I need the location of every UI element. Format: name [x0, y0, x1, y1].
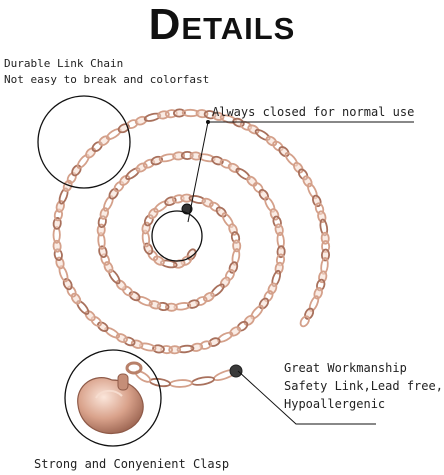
- chain-link: [134, 115, 148, 126]
- chain-link: [215, 206, 227, 218]
- leader-line-workmanship: [237, 370, 376, 425]
- chain-link: [98, 135, 110, 147]
- callout-circle-clasp: [64, 349, 162, 447]
- chain-link: [269, 208, 280, 221]
- chain-link: [191, 376, 215, 386]
- chain-link: [173, 108, 186, 118]
- chain-link: [164, 196, 177, 207]
- chain-link: [84, 310, 96, 322]
- chain-link: [243, 314, 255, 326]
- callout-circle-center: [151, 210, 203, 262]
- callout-durable-line2: Not easy to break and colorfast: [4, 73, 210, 86]
- callout-workmanship-line3: Hypoallergenic: [284, 397, 386, 411]
- chain-link: [52, 239, 62, 253]
- callout-clasp: Strong and Conyenient Clasp: [34, 457, 230, 471]
- chain-link: [71, 164, 82, 177]
- chain-link: [141, 221, 151, 235]
- chain-link: [258, 188, 270, 201]
- spiral-chain: [52, 108, 331, 388]
- chain-link: [219, 276, 231, 289]
- safety-charm: [229, 364, 243, 378]
- page-title: Details: [148, 0, 296, 49]
- chain-link: [232, 239, 242, 253]
- chain-link: [115, 279, 127, 291]
- chain-link: [85, 147, 97, 159]
- chain-link: [278, 146, 290, 158]
- chain-link: [312, 194, 322, 208]
- chain-link: [130, 339, 144, 349]
- callout-workmanship-line1: Great Workmanship: [284, 361, 407, 375]
- callout-always-closed: Always closed for normal use: [212, 105, 415, 119]
- chain-link: [258, 297, 270, 310]
- chain-link: [228, 223, 238, 236]
- callout-durable-line1: Durable Link Chain: [4, 57, 124, 70]
- chain-link: [299, 315, 310, 328]
- lobster-clasp: [77, 361, 144, 434]
- chain-link: [147, 207, 159, 220]
- chain-link: [246, 175, 258, 187]
- chain-link: [119, 174, 131, 186]
- chain-link: [169, 379, 193, 388]
- callout-circle-top-left: [37, 95, 131, 189]
- callout-workmanship-line2: Safety Link,Lead free,: [284, 379, 443, 393]
- chain-link: [229, 326, 242, 337]
